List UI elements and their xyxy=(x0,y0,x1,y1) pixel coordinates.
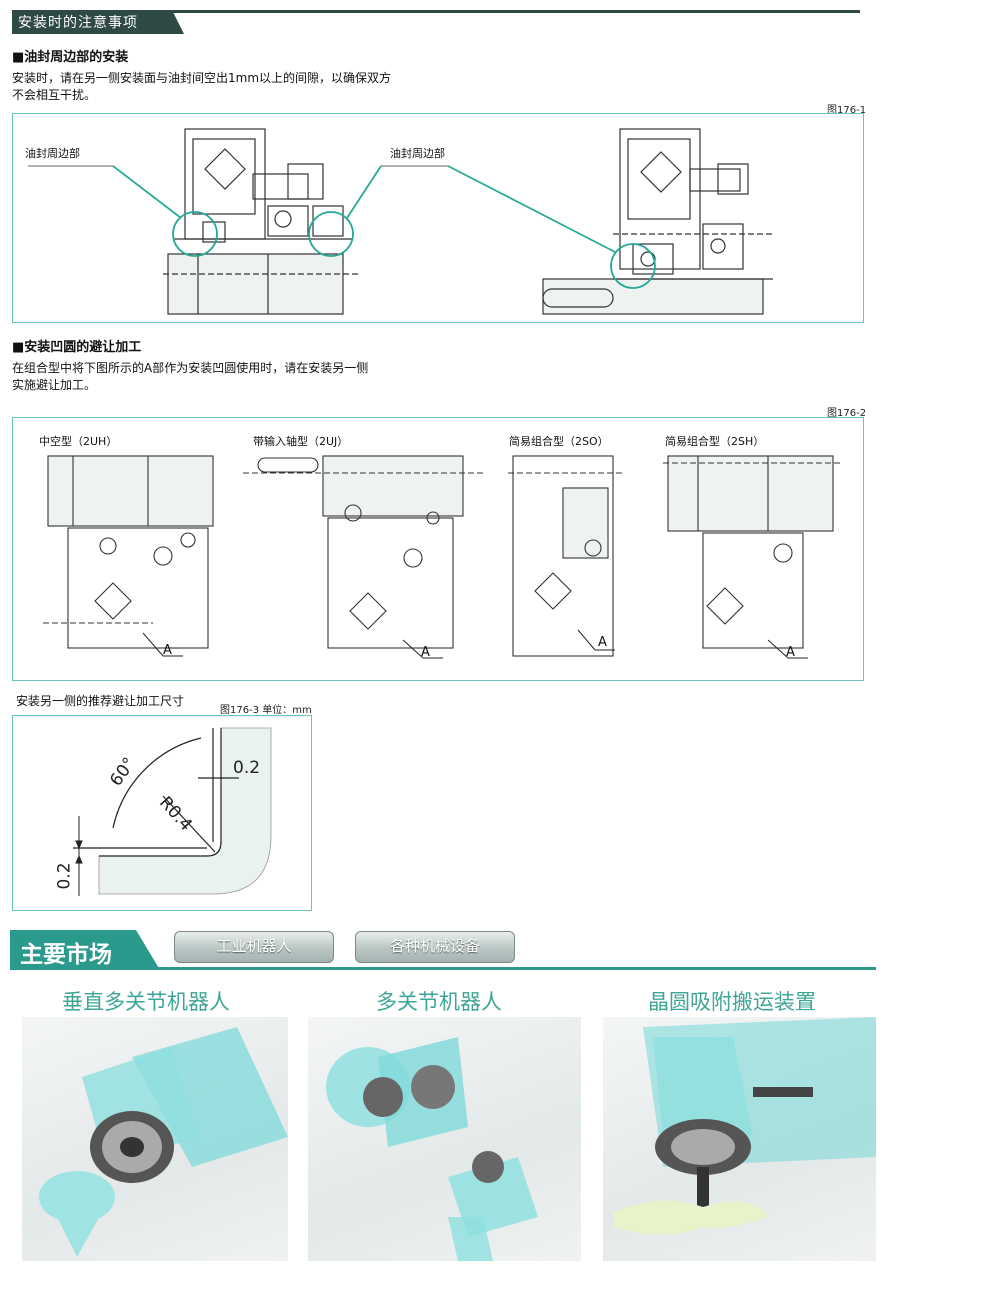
market-title-multi-joint-robot: 多关节机器人 xyxy=(376,990,502,1014)
page-title: 安装时的注意事项 xyxy=(18,15,138,31)
figure-label-176-2: 图176-2 xyxy=(827,408,867,419)
type-2so-label: 简易组合型（2SO） xyxy=(509,435,609,448)
section1-text-line1: 安装时，请在另一侧安装面与油封间空出1mm以上的间隙，以确保双方 xyxy=(12,71,392,85)
section1-text: 安装时，请在另一侧安装面与油封间空出1mm以上的间隙，以确保双方 不会相互干扰。 xyxy=(12,70,492,104)
type-2uh-label: 中空型（2UH） xyxy=(39,435,118,448)
tag-industrial-robot[interactable]: 工业机器人 xyxy=(174,931,334,963)
section3-caption: 安装另一侧的推荐避让加工尺寸 xyxy=(16,694,185,708)
marker-a-2so: A xyxy=(598,635,607,650)
offset-left-dimension: 0.2 xyxy=(54,862,75,890)
section-header-tab: 安装时的注意事项 xyxy=(12,10,184,34)
marker-a-2uj: A xyxy=(421,645,430,660)
marker-a-2sh: A xyxy=(786,645,795,660)
section2-text-line2: 实施避让加工。 xyxy=(12,378,97,392)
wafer-handling-image xyxy=(603,1017,876,1261)
type-2sh-label: 简易组合型（2SH） xyxy=(665,435,765,448)
offset-top-dimension: 0.2 xyxy=(233,758,261,778)
recess-figure-frame: 中空型（2UH） 带输入轴型（2UJ） 简易组合型（2SO） 简易组合型（2SH… xyxy=(12,417,864,681)
header-rule xyxy=(12,10,860,13)
market-title-wafer-handling: 晶圆吸附搬运装置 xyxy=(648,990,816,1014)
figure-label-176-1: 图176-1 xyxy=(827,105,867,116)
figure-label-176-3: 图176-3 单位：mm xyxy=(220,705,312,716)
dimension-drawing xyxy=(73,727,272,896)
marker-a-2uh: A xyxy=(163,643,172,658)
market-title-vertical-robot: 垂直多关节机器人 xyxy=(62,990,230,1014)
oil-seal-drawing xyxy=(28,128,773,315)
tag-machinery[interactable]: 各种机械设备 xyxy=(355,931,515,963)
header-tab-shape xyxy=(12,10,184,34)
vertical-robot-illustration xyxy=(39,1027,288,1257)
type-2uj-label: 带输入轴型（2UJ） xyxy=(253,435,349,448)
vertical-robot-image xyxy=(22,1017,288,1261)
multi-joint-robot-image xyxy=(308,1017,581,1261)
callout-oil-seal-right: 油封周边部 xyxy=(390,147,445,160)
section1-heading: ■油封周边部的安装 xyxy=(12,50,129,65)
recess-drawings xyxy=(43,455,843,659)
section1-text-line2: 不会相互干扰。 xyxy=(12,88,97,102)
wafer-handling-illustration xyxy=(613,1017,876,1235)
markets-title: 主要市场 xyxy=(20,942,112,968)
callout-oil-seal-left: 油封周边部 xyxy=(25,147,80,160)
section2-heading: ■安装凹圆的避让加工 xyxy=(12,340,142,355)
markets-tab-shape xyxy=(10,930,160,970)
oil-seal-figure-frame: 油封周边部 油封周边部 xyxy=(12,113,864,323)
dimension-figure-frame: 60° R0.4 0.2 0.2 xyxy=(12,715,312,911)
markets-title-tab: 主要市场 xyxy=(10,930,160,970)
markets-rule xyxy=(10,967,876,970)
section2-text: 在组合型中将下图所示的A部作为安装凹圆使用时，请在安装另一侧 实施避让加工。 xyxy=(12,360,492,394)
section2-text-line1: 在组合型中将下图所示的A部作为安装凹圆使用时，请在安装另一侧 xyxy=(12,361,369,375)
multi-joint-robot-illustration xyxy=(326,1037,538,1261)
